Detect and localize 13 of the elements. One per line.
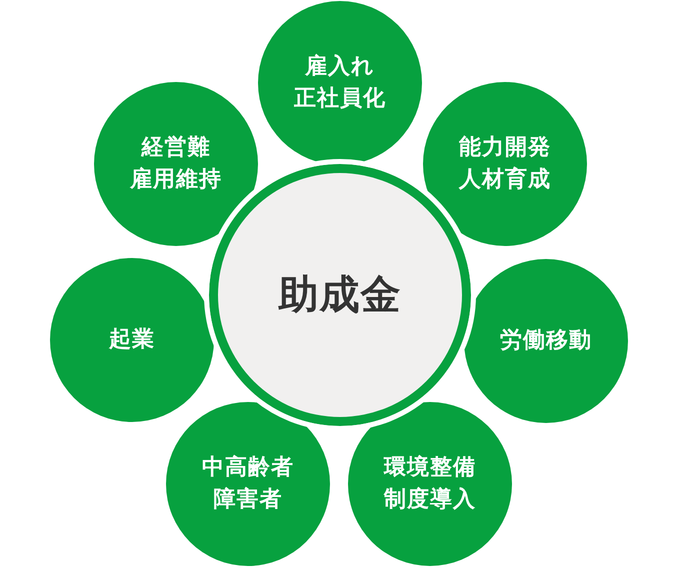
- hub-label: 助成金: [278, 271, 402, 319]
- topic-label: 雇用維持: [130, 166, 222, 194]
- topic-label: 正社員化: [294, 85, 386, 113]
- topic-label: 障害者: [214, 486, 282, 514]
- topic-label: 制度導入: [384, 486, 476, 514]
- topic-label: 環境整備: [384, 454, 476, 482]
- topic-label: 中高齢者: [202, 454, 294, 482]
- topic-label: 能力開発: [459, 134, 551, 162]
- topic-label: 経営難: [142, 134, 210, 162]
- topic-label: 雇入れ: [305, 52, 375, 81]
- topic-label: 人材育成: [459, 166, 551, 194]
- topic-label: 起業: [109, 326, 155, 354]
- topic-label: 労働移動: [500, 327, 592, 355]
